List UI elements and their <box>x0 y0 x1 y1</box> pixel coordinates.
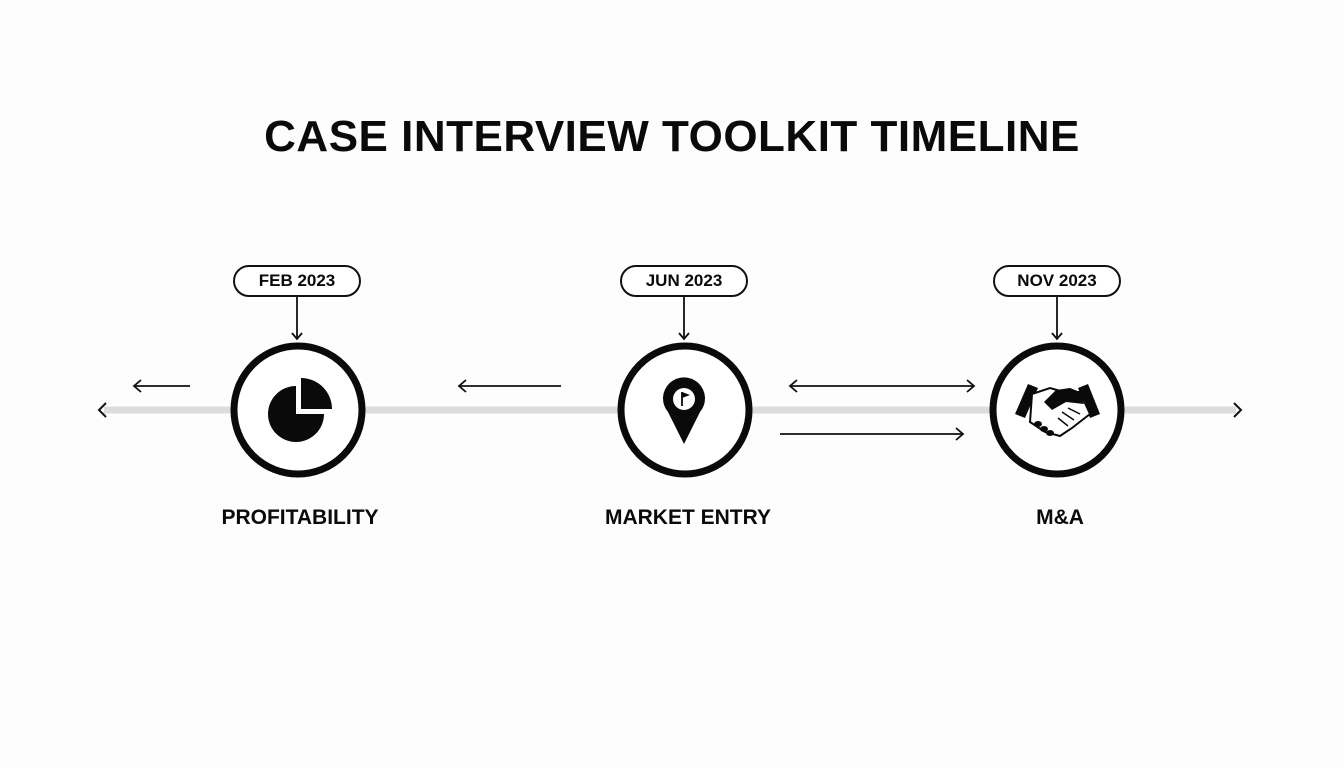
left-arrow-1 <box>132 379 190 393</box>
left-arrow-2 <box>457 379 561 393</box>
pie-chart-icon <box>268 378 332 442</box>
date-badge-jun-2023: JUN 2023 <box>620 265 748 297</box>
timeline-end-chevron-icon <box>1233 402 1243 418</box>
milestone-node-1 <box>230 342 366 478</box>
milestone-label-m-and-a: M&A <box>1036 506 1084 529</box>
date-badge-nov-2023: NOV 2023 <box>993 265 1121 297</box>
timeline-start-chevron-icon <box>97 402 107 418</box>
milestone-label-market-entry: MARKET ENTRY <box>604 506 772 529</box>
map-pin-flag-icon <box>662 377 705 444</box>
handshake-icon <box>1015 384 1100 438</box>
right-arrow <box>780 427 965 441</box>
date-badge-feb-2023: FEB 2023 <box>233 265 361 297</box>
double-arrow <box>788 379 976 393</box>
page-title: CASE INTERVIEW TOOLKIT TIMELINE <box>264 112 1080 161</box>
milestone-label-profitability: PROFITABILITY <box>221 506 379 529</box>
